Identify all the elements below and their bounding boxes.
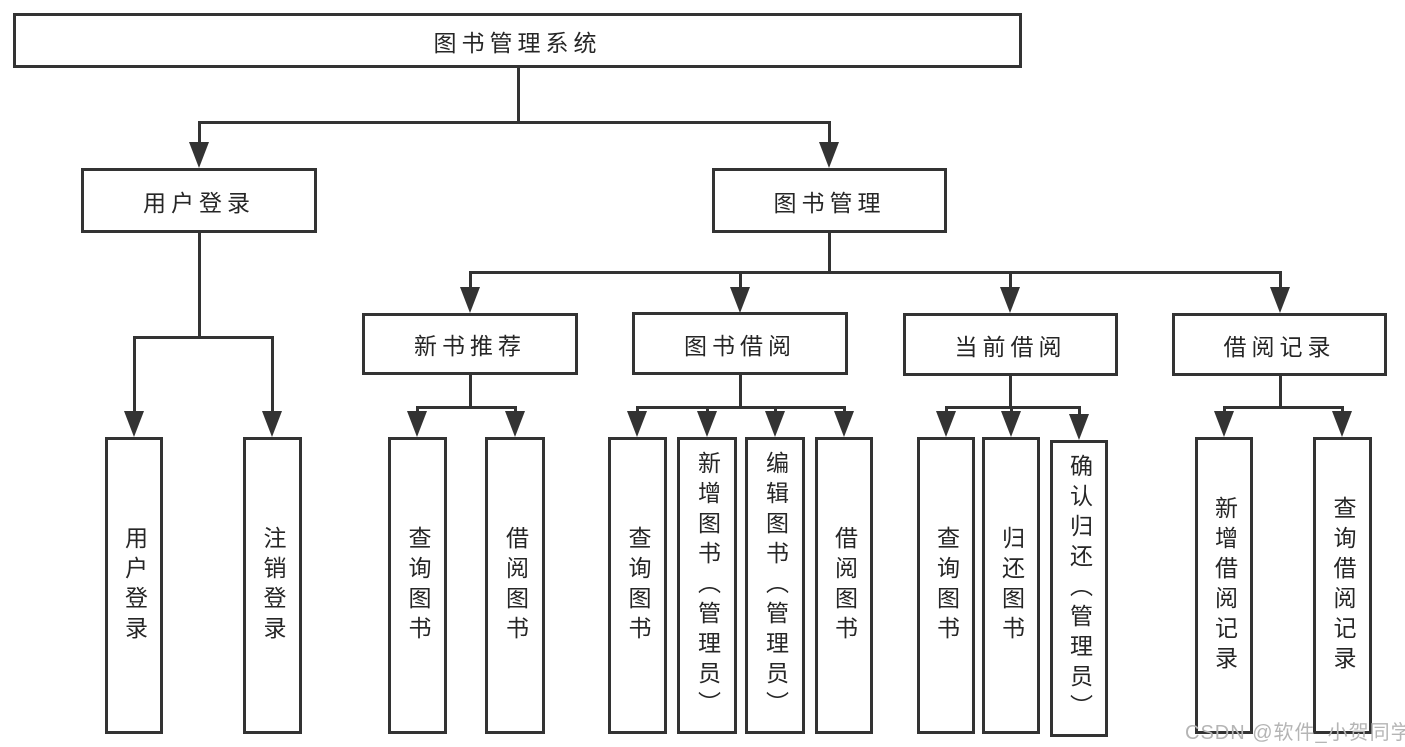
arrowhead-down (262, 411, 282, 437)
arrowhead-down (627, 411, 647, 437)
arrowhead-down (124, 411, 144, 437)
connector-bookborrow-rail (636, 406, 846, 409)
connector-bookborrow-drop (706, 406, 709, 411)
connector-root-drop-right (828, 121, 831, 144)
arrowhead-down (1270, 287, 1290, 313)
arrowhead-down (1214, 411, 1234, 437)
connector-root-drop-left (198, 121, 201, 144)
connector-bookborrow-drop (843, 406, 846, 411)
connector-currentborrow-drop (945, 406, 948, 411)
connector-root-trunk (517, 68, 520, 121)
arrowhead-down (189, 142, 209, 168)
connector-currentborrow-drop (1010, 406, 1013, 411)
leaf-borrow-query-book: 查询图书 (608, 437, 667, 734)
leaf-newbook-query-book: 查询图书 (388, 437, 447, 734)
node-book-management: 图书管理 (712, 168, 947, 233)
node-current-borrow: 当前借阅 (903, 313, 1118, 376)
leaf-current-return-book: 归还图书 (982, 437, 1040, 734)
connector-bookborrow-trunk (739, 375, 742, 406)
leaf-newbook-borrow-book: 借阅图书 (485, 437, 545, 734)
connector-bookmgmt-drop (739, 271, 742, 287)
node-user-login: 用户登录 (81, 168, 317, 233)
arrowhead-down (460, 287, 480, 313)
leaf-record-query-record: 查询借阅记录 (1313, 437, 1372, 734)
node-book-borrow: 图书借阅 (632, 312, 848, 375)
connector-newbook-rail (416, 406, 517, 409)
connector-borrowrecord-trunk (1279, 376, 1282, 406)
connector-root-rail (198, 121, 831, 124)
arrowhead-down (1000, 287, 1020, 313)
connector-userlogin-drop (271, 336, 274, 411)
connector-currentborrow-trunk (1009, 376, 1012, 406)
node-root: 图书管理系统 (13, 13, 1022, 68)
leaf-current-confirm-return-admin: 确认归还（管理员） (1050, 440, 1108, 737)
arrowhead-down (765, 411, 785, 437)
connector-borrowrecord-rail (1223, 406, 1344, 409)
arrowhead-down (407, 411, 427, 437)
arrowhead-down (1069, 414, 1089, 440)
connector-borrowrecord-drop (1223, 406, 1226, 411)
connector-userlogin-trunk (198, 233, 201, 336)
connector-bookmgmt-drop (1009, 271, 1012, 287)
connector-currentborrow-rail (945, 406, 1081, 409)
arrowhead-down (936, 411, 956, 437)
connector-bookmgmt-drop (1279, 271, 1282, 287)
connector-userlogin-drop (133, 336, 136, 411)
connector-bookmgmt-drop (469, 271, 472, 287)
leaf-logout: 注销登录 (243, 437, 302, 734)
node-borrow-record: 借阅记录 (1172, 313, 1387, 376)
connector-borrowrecord-drop (1341, 406, 1344, 411)
connector-userlogin-rail (133, 336, 274, 339)
connector-newbook-drop (416, 406, 419, 411)
arrowhead-down (1001, 411, 1021, 437)
arrowhead-down (1332, 411, 1352, 437)
node-new-book-recommend: 新书推荐 (362, 313, 578, 375)
arrowhead-down (730, 287, 750, 313)
arrowhead-down (834, 411, 854, 437)
leaf-borrow-edit-book-admin: 编辑图书（管理员） (745, 437, 805, 734)
arrowhead-down (505, 411, 525, 437)
connector-bookmgmt-rail (469, 271, 1282, 274)
csdn-watermark: CSDN @软件_小贺同学 (1185, 722, 1405, 744)
leaf-user-login: 用户登录 (105, 437, 163, 734)
arrowhead-down (819, 142, 839, 168)
leaf-borrow-borrow-book: 借阅图书 (815, 437, 873, 734)
leaf-borrow-add-book-admin: 新增图书（管理员） (677, 437, 737, 734)
connector-bookborrow-drop (774, 406, 777, 411)
connector-newbook-drop (514, 406, 517, 411)
leaf-current-query-book: 查询图书 (917, 437, 975, 734)
leaf-record-add-record: 新增借阅记录 (1195, 437, 1253, 734)
connector-bookborrow-drop (636, 406, 639, 411)
arrowhead-down (697, 411, 717, 437)
connector-bookmgmt-trunk (828, 233, 831, 271)
connector-newbook-trunk (469, 375, 472, 406)
connector-currentborrow-drop (1078, 406, 1081, 414)
